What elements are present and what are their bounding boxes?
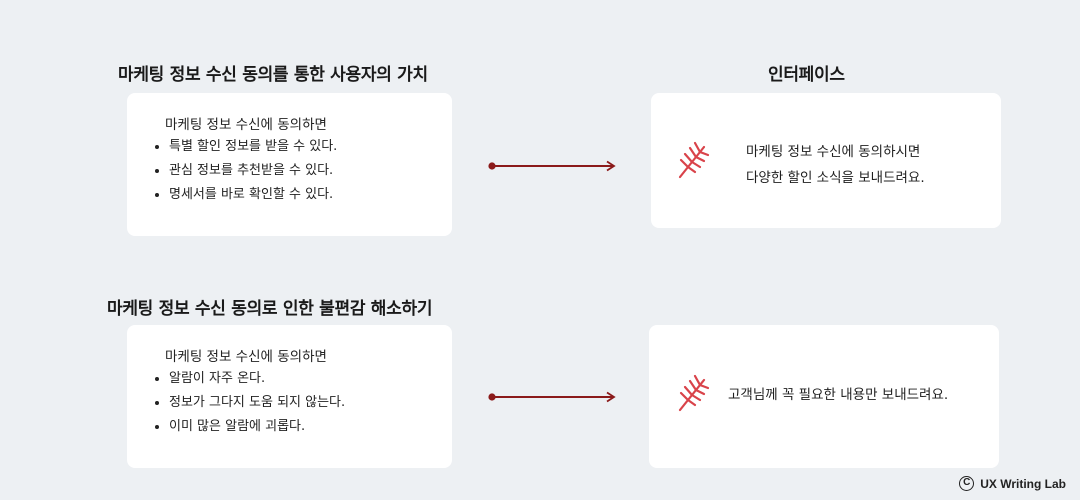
arrow-right-icon bbox=[488, 391, 616, 403]
leaf-icon bbox=[678, 141, 710, 179]
section-2-interface-message: 고객님께 꼭 필요한 내용만 보내드려요. bbox=[728, 382, 948, 408]
section-2-bullet-list: 알람이 자주 온다. 정보가 그다지 도움 되지 않는다. 이미 많은 알람에 … bbox=[151, 367, 345, 439]
section-2-interface-card: 고객님께 꼭 필요한 내용만 보내드려요. bbox=[649, 325, 999, 468]
list-item: 정보가 그다지 도움 되지 않는다. bbox=[169, 391, 345, 415]
message-line: 다양한 할인 소식을 보내드려요. bbox=[746, 170, 925, 186]
arrow-right-icon bbox=[488, 160, 616, 172]
section-1-interface-message: 마케팅 정보 수신에 동의하시면 다양한 할인 소식을 보내드려요. bbox=[746, 139, 925, 191]
message-line: 마케팅 정보 수신에 동의하시면 bbox=[746, 144, 921, 160]
list-item: 알람이 자주 온다. bbox=[169, 367, 345, 391]
footer-label: UX Writing Lab bbox=[980, 476, 1066, 491]
footer-credit: C UX Writing Lab bbox=[959, 476, 1066, 491]
section-1-bullet-list: 특별 할인 정보를 받을 수 있다. 관심 정보를 추천받을 수 있다. 명세서… bbox=[151, 135, 337, 207]
section-2-heading: 마케팅 정보 수신 동의로 인한 불편감 해소하기 bbox=[107, 299, 433, 319]
section-1-heading: 마케팅 정보 수신 동의를 통한 사용자의 가치 bbox=[118, 65, 428, 85]
section-1-card-intro: 마케팅 정보 수신에 동의하면 bbox=[165, 117, 327, 133]
section-2-card-intro: 마케팅 정보 수신에 동의하면 bbox=[165, 349, 327, 365]
list-item: 특별 할인 정보를 받을 수 있다. bbox=[169, 135, 337, 159]
copyright-icon: C bbox=[959, 476, 975, 491]
section-2-value-card: 마케팅 정보 수신에 동의하면 알람이 자주 온다. 정보가 그다지 도움 되지… bbox=[127, 325, 452, 468]
message-line: 고객님께 꼭 필요한 내용만 보내드려요. bbox=[728, 387, 949, 403]
interface-heading: 인터페이스 bbox=[768, 65, 845, 85]
list-item: 이미 많은 알람에 괴롭다. bbox=[169, 415, 345, 439]
list-item: 명세서를 바로 확인할 수 있다. bbox=[169, 183, 337, 207]
section-1-interface-card: 마케팅 정보 수신에 동의하시면 다양한 할인 소식을 보내드려요. bbox=[651, 93, 1001, 228]
leaf-icon bbox=[678, 374, 710, 412]
list-item: 관심 정보를 추천받을 수 있다. bbox=[169, 159, 337, 183]
section-1-value-card: 마케팅 정보 수신에 동의하면 특별 할인 정보를 받을 수 있다. 관심 정보… bbox=[127, 93, 452, 236]
